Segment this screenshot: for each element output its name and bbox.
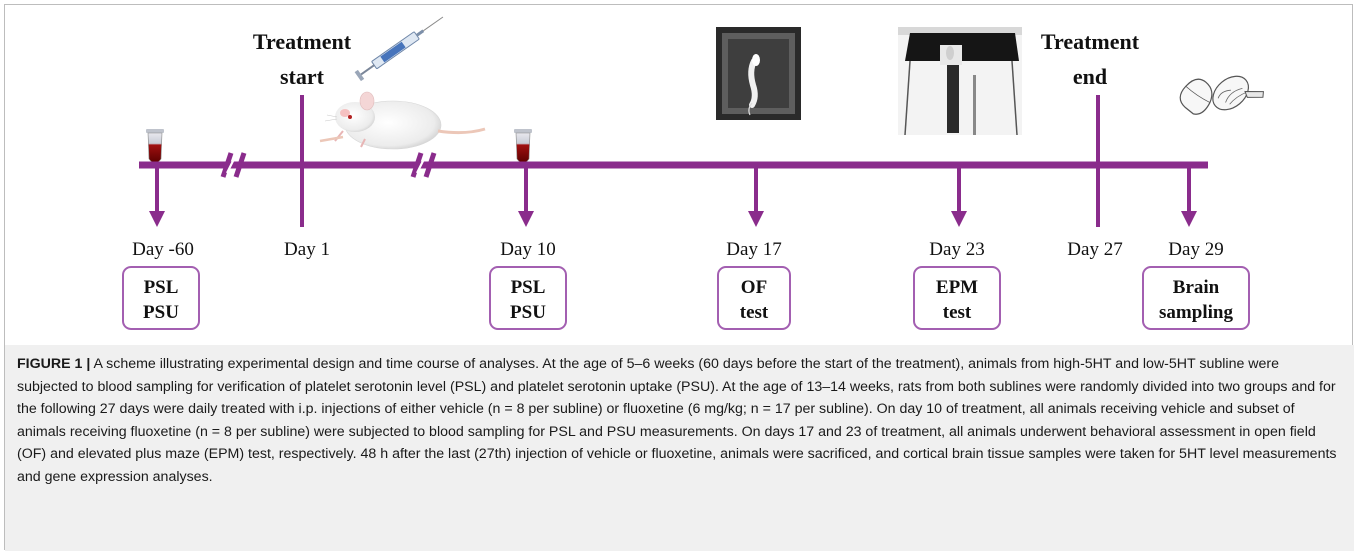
arrow-day-29 [1181, 165, 1197, 227]
day-label: Day 29 [1168, 239, 1223, 260]
box-line2: PSU [143, 302, 179, 323]
timeline-axis [139, 152, 1208, 178]
box-line1: Brain [1173, 277, 1220, 298]
day-label: Day 17 [726, 239, 781, 260]
rat-injection-icon [319, 16, 486, 150]
day-label: Day 27 [1067, 239, 1122, 260]
day-label: Day 10 [500, 239, 555, 260]
arrow-day-minus60 [149, 165, 165, 227]
figure-panel: Treatment start Treatment end [4, 4, 1354, 551]
box-line2: test [740, 302, 769, 323]
arrow-day-10 [518, 165, 534, 227]
treatment-end-label-line2: end [1073, 64, 1107, 89]
elevated-plus-maze-photo [898, 27, 1022, 136]
box-line1: OF [741, 277, 767, 298]
box-line2: test [943, 302, 972, 323]
treatment-start-label-line1: Treatment [253, 29, 352, 54]
box-psl-psu-1: PSL PSU [122, 266, 200, 330]
box-epm-test: EPM test [913, 266, 1001, 330]
box-line2: sampling [1159, 302, 1233, 323]
timeline-diagram: Treatment start Treatment end [122, 16, 1264, 330]
caption-text: A scheme illustrating experimental desig… [17, 356, 1337, 485]
treatment-end-label-line1: Treatment [1041, 29, 1140, 54]
blood-tube-icon [146, 129, 164, 164]
day-label: Day -60 [132, 239, 194, 260]
day-label: Day 23 [929, 239, 984, 260]
blood-tube-icon [514, 129, 532, 164]
day-label: Day 1 [284, 239, 330, 260]
box-of-test: OF test [717, 266, 791, 330]
open-field-photo [716, 27, 801, 120]
caption-area: FIGURE 1 | A scheme illustrating experim… [5, 345, 1354, 551]
rat-brain-icon [1179, 75, 1264, 115]
box-line1: EPM [936, 277, 978, 298]
treatment-start-label-line2: start [280, 64, 325, 89]
box-line2: PSU [510, 302, 546, 323]
box-brain-sampling: Brain sampling [1142, 266, 1250, 330]
box-psl-psu-2: PSL PSU [489, 266, 567, 330]
figure-caption: FIGURE 1 | A scheme illustrating experim… [17, 353, 1340, 489]
box-line1: PSL [144, 277, 179, 298]
box-line1: PSL [511, 277, 546, 298]
figure-label: FIGURE 1 | [17, 356, 91, 372]
arrow-day-23 [951, 165, 967, 227]
arrow-day-17 [748, 165, 764, 227]
